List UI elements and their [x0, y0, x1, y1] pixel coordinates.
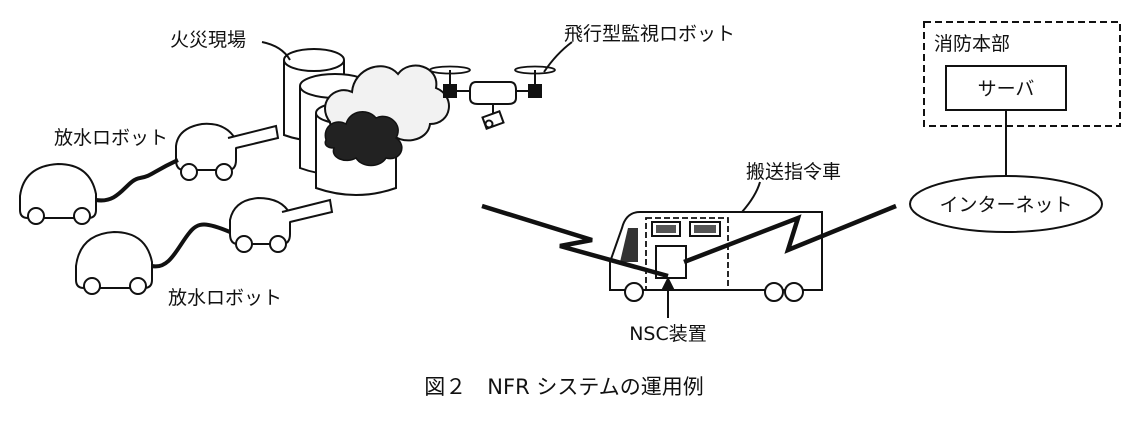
fire-site [283, 48, 450, 196]
internet-cloud [909, 175, 1103, 233]
nsc-label: NSC装置 [629, 323, 707, 345]
water-robot-1-label: 放水ロボット [54, 127, 168, 149]
server-label: サーバ [978, 78, 1035, 100]
command-vehicle-leader [741, 181, 761, 213]
tow-vehicle-1 [19, 162, 97, 225]
figure-caption: 図２ NFR システムの運用例 [424, 375, 703, 399]
water-robot-2 [229, 196, 334, 253]
fire-site-leader [261, 41, 291, 61]
water-robot-1 [175, 122, 280, 181]
command-vehicle-label: 搬送指令車 [746, 161, 841, 183]
drone-leader [543, 41, 573, 73]
command-vehicle [609, 211, 823, 302]
internet-label: インターネット [939, 194, 1072, 216]
fire-site-label: 火災現場 [170, 29, 246, 51]
wireless-link-internet [683, 203, 897, 265]
drone-label: 飛行型監視ロボット [564, 23, 735, 45]
hose-2 [151, 222, 231, 269]
fire-smoke-dark [324, 111, 403, 167]
hose-1 [95, 158, 179, 203]
drone-icon [429, 65, 556, 130]
wireless-link-fire-site [481, 203, 669, 279]
hq-box [923, 21, 1121, 127]
water-robot-2-label: 放水ロボット [168, 287, 282, 309]
server-box [945, 65, 1067, 111]
tow-vehicle-2 [75, 230, 153, 295]
hq-label: 消防本部 [934, 33, 1010, 55]
